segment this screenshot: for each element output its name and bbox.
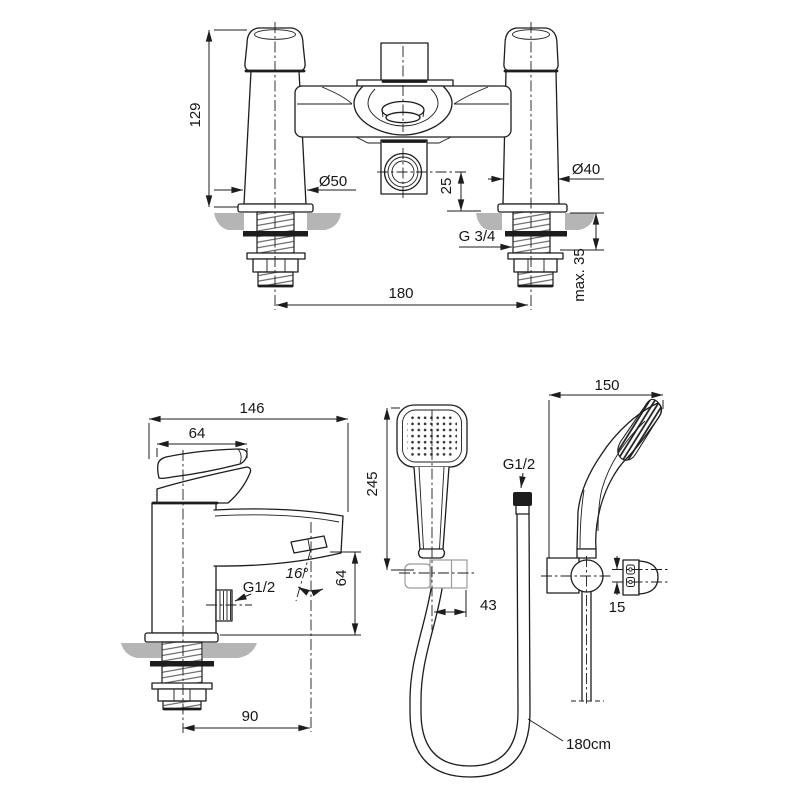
handset-view: 245 G1/2 43 180cm (364, 404, 611, 778)
wall-bracket (541, 556, 613, 705)
right-shank-assembly (476, 22, 595, 310)
dim-25: 25 (438, 178, 455, 195)
washer (507, 252, 564, 260)
dim-16deg-angle: 16° (286, 565, 309, 582)
side-view: 146 64 G1/2 16° 64 90 (121, 400, 361, 733)
label-hose-length-180cm: 180cm (566, 736, 611, 753)
label-g12-hose-nut: G1/2 (503, 456, 536, 473)
lever-handle (157, 448, 248, 479)
dim-64-spout-drop: 64 (333, 570, 350, 587)
dim-90-reach: 90 (242, 708, 259, 725)
spray-face-side (617, 398, 662, 461)
diverter-knob (380, 42, 429, 83)
front-view: 129 Ø50 Ø40 25 G 3/4 180 max. 35 (187, 22, 604, 310)
handset-view-dimensions: 245 G1/2 43 180cm (364, 407, 611, 753)
label-g34-thread: G 3/4 (459, 228, 496, 245)
dim-64-handle: 64 (189, 425, 206, 442)
cartridge-dome (156, 466, 252, 504)
hose (409, 492, 532, 778)
gasket (505, 231, 567, 237)
backnut (513, 258, 558, 273)
handspray-outlet (215, 589, 233, 622)
dim-15-slot-spacing: 15 (609, 599, 626, 616)
holder-view-dimensions: 150 15 (548, 377, 664, 616)
hose-collar (515, 504, 530, 515)
dim-height-129: 129 (187, 102, 204, 127)
side-view-dimensions: 146 64 G1/2 16° 64 90 (148, 400, 361, 732)
washer (246, 252, 306, 260)
handset-handle (413, 466, 450, 559)
dim-dia40: Ø40 (572, 161, 600, 178)
handset-side-profile (576, 398, 663, 559)
body-column (151, 502, 217, 634)
dim-146-depth: 146 (239, 400, 264, 417)
backnut (252, 258, 299, 273)
holder-view: 150 15 (541, 377, 668, 705)
left-shank-assembly (214, 22, 341, 310)
hose-outlet-block (377, 46, 468, 199)
hose-nut (513, 492, 532, 506)
label-g12-side-outlet: G1/2 (243, 579, 276, 596)
bracket-detail (612, 559, 668, 596)
side-body (151, 448, 344, 634)
front-view-dimensions: 129 Ø50 Ø40 25 G 3/4 180 max. 35 (187, 29, 604, 309)
handset-bracket (399, 559, 477, 589)
side-shank-assembly (121, 450, 257, 733)
right-pillar (502, 27, 560, 205)
left-pillar (243, 27, 307, 205)
dim-max-35: max. 35 (571, 248, 588, 301)
dim-150-depth: 150 (594, 377, 619, 394)
spout (213, 508, 344, 567)
dim-dia50: Ø50 (319, 173, 347, 190)
gasket (243, 231, 308, 237)
dim-245-length: 245 (364, 471, 381, 496)
dim-43-offset: 43 (480, 597, 497, 614)
dim-180-centres: 180 (388, 285, 413, 302)
